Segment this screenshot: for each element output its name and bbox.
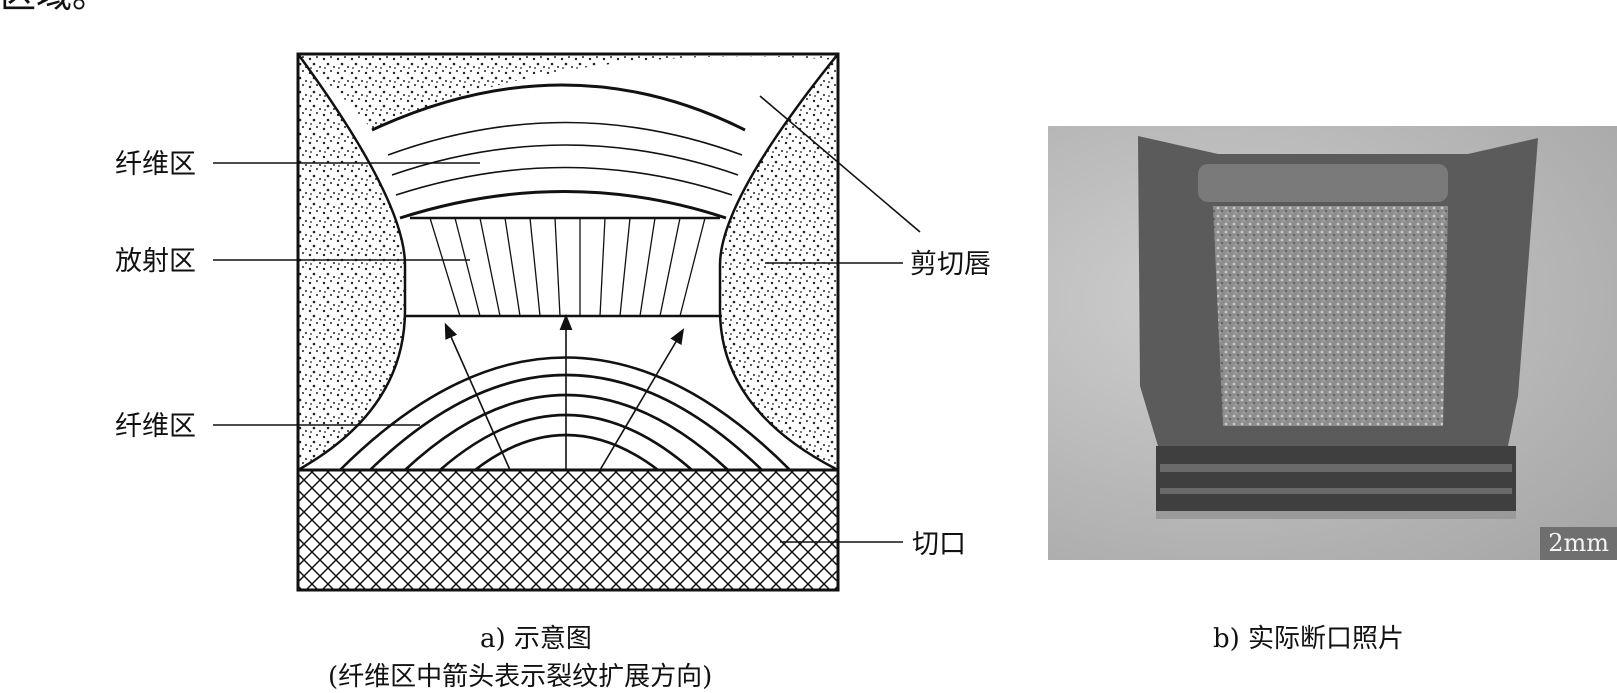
schematic-border xyxy=(296,52,840,592)
crack-direction-arrows xyxy=(444,314,685,471)
scale-bar: 2mm xyxy=(1540,527,1617,560)
leader-shear-lip-a xyxy=(759,95,921,233)
label-radial: 放射区 xyxy=(115,246,196,277)
caption-a-line2: (纤维区中箭头表示裂纹扩展方向) xyxy=(328,662,713,692)
notch-region xyxy=(298,470,838,590)
fracture-schematic: 纤维区 放射区 纤维区 剪切唇 切口 xyxy=(115,52,991,592)
label-fiber-bottom: 纤维区 xyxy=(115,411,196,442)
upper-fiber-zone xyxy=(387,121,743,220)
inner-fiber-region xyxy=(298,54,838,470)
caption-b: b) 实际断口照片 xyxy=(1213,624,1405,654)
label-notch: 切口 xyxy=(912,529,966,560)
fracture-photo: 2mm xyxy=(1048,126,1617,560)
top-text-fragment: 区域。 xyxy=(0,0,108,14)
label-shear-lip: 剪切唇 xyxy=(910,249,991,280)
label-fiber-top: 纤维区 xyxy=(115,149,196,180)
caption-a-line1: a) 示意图 xyxy=(480,624,592,654)
